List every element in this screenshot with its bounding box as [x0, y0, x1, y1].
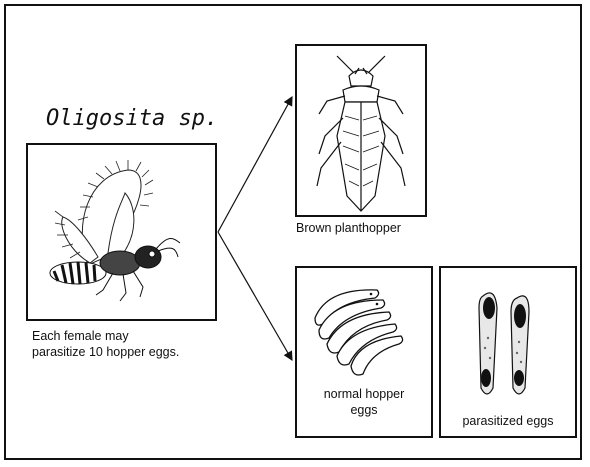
normal-eggs-panel: normal hopper eggs: [295, 266, 433, 438]
parasitized-eggs-caption: parasitized eggs: [441, 413, 575, 429]
normal-eggs-caption: normal hopper eggs: [297, 386, 431, 418]
normal-eggs-caption-line1: normal hopper: [297, 386, 431, 402]
parasitized-eggs-panel: parasitized eggs: [439, 266, 577, 438]
normal-eggs-caption-line2: eggs: [297, 402, 431, 418]
planthopper-panel: [295, 44, 427, 217]
planthopper-caption: Brown planthopper: [296, 220, 446, 236]
arrow-to-planthopper: [218, 97, 292, 232]
normal-eggs-icon: [297, 268, 431, 378]
planthopper-icon: [297, 46, 425, 215]
arrow-to-eggs: [218, 232, 292, 360]
parasitized-eggs-icon: [441, 268, 575, 403]
